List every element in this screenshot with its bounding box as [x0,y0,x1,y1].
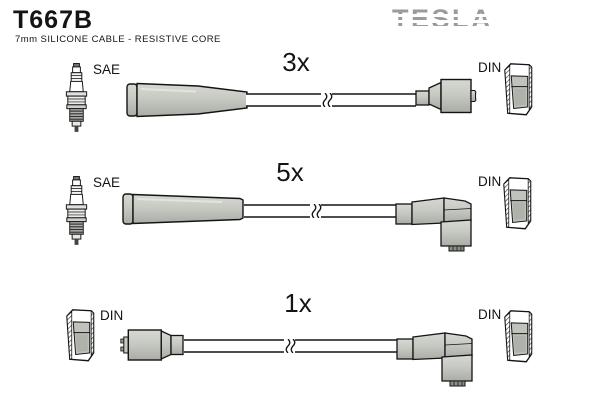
din-socket-icon [66,309,95,362]
logo-stripe [392,20,492,23]
cable-line [184,339,397,353]
elbow-boot-icon [395,197,472,252]
quantity-label: 3x [282,47,310,77]
din-label: DIN [478,174,502,189]
logo-stripe [392,26,492,29]
din-plug-boot-icon [415,78,477,114]
din-label: DIN [478,60,502,75]
cable-break-icon [310,204,322,218]
quantity-label: 1x [284,288,312,318]
brand-logo: TESLA [392,7,492,32]
din-socket-icon [503,177,532,230]
cable-line [246,93,416,107]
cable-break-icon [321,93,333,107]
cable-break-icon [284,339,296,353]
cable-line [244,204,396,218]
din-label: DIN [100,308,124,323]
din-label: DIN [478,307,502,322]
sae-label: SAE [93,62,121,77]
coil-boot-icon [120,329,184,361]
logo-stripe [392,14,492,17]
part-number: T667B [13,6,94,34]
spark-plug-icon [65,63,88,132]
straight-boot-icon [122,193,244,225]
din-socket-icon [504,310,533,363]
spark-plug-icon [65,176,88,245]
sae-label: SAE [93,175,121,190]
cable-spec-subtitle: 7mm SILICONE CABLE - RESISTIVE CORE [15,34,221,45]
straight-boot-icon [126,82,248,118]
elbow-boot-icon [396,332,473,387]
din-socket-icon [504,63,533,116]
quantity-label: 5x [276,157,304,187]
